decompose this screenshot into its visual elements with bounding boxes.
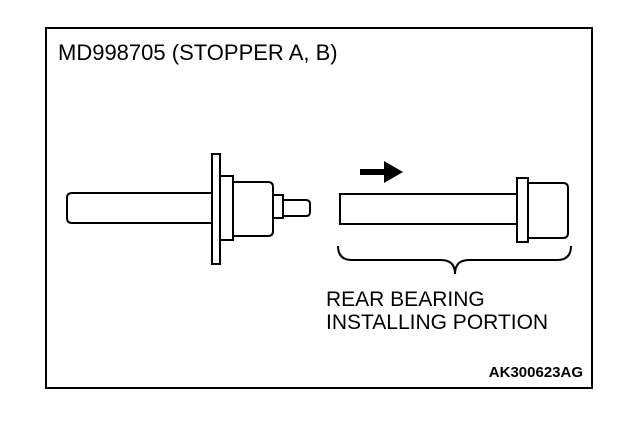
- stopper-a-pilot: [282, 199, 311, 217]
- stopper-b: [339, 177, 569, 243]
- stopper-a-hub: [219, 175, 234, 241]
- stopper-a: [66, 153, 311, 265]
- stopper-a-shaft: [66, 192, 213, 224]
- stopper-a-flange: [211, 153, 221, 265]
- stopper-b-head: [527, 182, 569, 239]
- caption-line-2: INSTALLING PORTION: [326, 311, 549, 334]
- diagram-frame: [45, 27, 593, 389]
- stopper-a-pilot-step: [272, 194, 284, 219]
- diagram-title: MD998705 (STOPPER A, B): [58, 40, 338, 65]
- figure-code: AK300623AG: [488, 364, 583, 381]
- stopper-b-collar: [516, 177, 529, 243]
- installing-portion-brace: [337, 245, 572, 275]
- caption-line-1: REAR BEARING: [326, 288, 485, 311]
- stopper-b-shaft: [339, 193, 518, 225]
- direction-arrow-icon: [360, 161, 403, 183]
- installing-portion-caption: REAR BEARING INSTALLING PORTION: [326, 288, 548, 334]
- stopper-a-shoulder: [232, 181, 274, 237]
